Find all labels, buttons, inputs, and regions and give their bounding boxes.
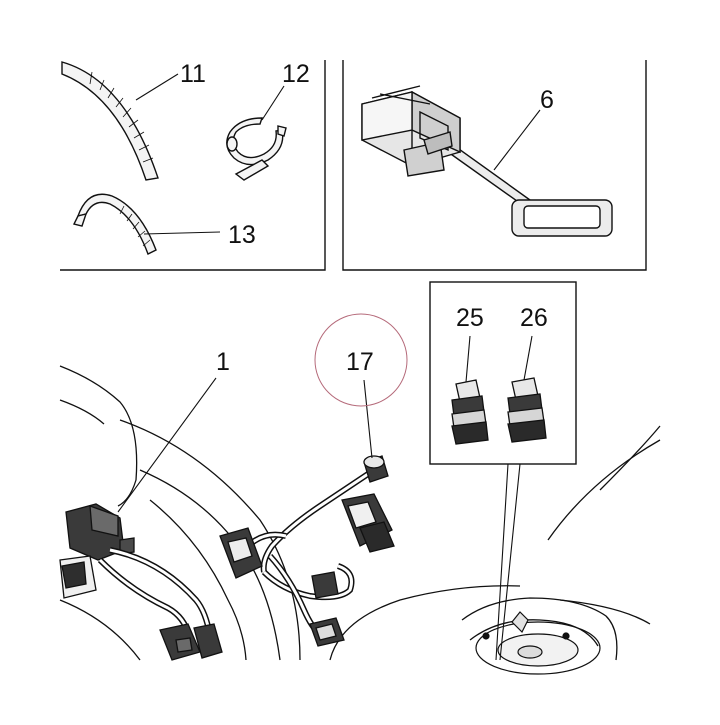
leader-25: [465, 335, 471, 383]
part-25-connector: [451, 379, 489, 445]
callout-25: 25: [456, 304, 484, 332]
callout-11: 11: [180, 60, 206, 88]
callout-17: 17: [346, 348, 374, 376]
callout-labels: 11 12 13 6 1 17 25 26: [180, 60, 554, 376]
part-26-connector: [507, 377, 547, 443]
panel-top-right-frame: [342, 60, 647, 271]
part-13-strap: [72, 193, 157, 255]
panel-connectors-frame: [429, 281, 577, 465]
leader-1: [117, 377, 217, 513]
panel-frames: [60, 60, 647, 465]
callout-12: 12: [282, 60, 310, 88]
callout-13: 13: [228, 221, 256, 249]
callout-1: 1: [216, 348, 230, 376]
part-1-harness: [59, 503, 223, 661]
highlight-circle-17: [314, 313, 408, 407]
leader-12: [261, 85, 285, 121]
callout-6: 6: [540, 86, 554, 114]
part-11-band: [61, 61, 159, 181]
leader-11: [135, 73, 179, 101]
panel-top-left-frame: [60, 60, 326, 271]
leader-lines: [117, 73, 541, 661]
part-17-harness: [219, 455, 395, 647]
leader-6: [493, 109, 541, 171]
leader-13: [143, 231, 221, 235]
callout-26: 26: [520, 304, 548, 332]
leader-17: [363, 379, 373, 459]
leader-26: [523, 335, 533, 381]
part-12-clip: [226, 117, 287, 181]
cap-loop-inner: [523, 205, 601, 229]
cap-strap: [447, 142, 532, 207]
part-6-connector-cap: [361, 85, 613, 237]
panel-pointer: [495, 463, 521, 661]
fuel-cap: [475, 611, 601, 675]
